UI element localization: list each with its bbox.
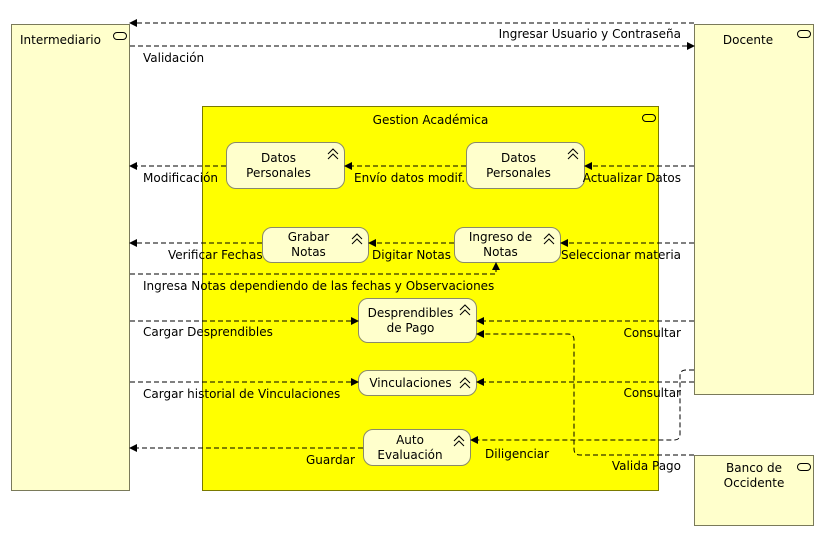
label-guardar: Guardar (306, 453, 355, 467)
service-label: Desprendibles de Pago (367, 305, 454, 335)
service-label: Grabar Notas (287, 230, 330, 259)
service-datos-personales-left[interactable]: Datos Personales (226, 142, 345, 189)
label-validacion: Validación (143, 51, 205, 65)
service-icon (453, 435, 465, 447)
service-ingreso-de-notas[interactable]: Ingreso de Notas (454, 227, 561, 263)
actor-icon (113, 32, 127, 40)
service-icon (543, 233, 555, 245)
service-grabar-notas[interactable]: Grabar Notas (262, 227, 369, 263)
actor-docente[interactable]: Docente (694, 24, 814, 395)
label-cargar-desprendibles: Cargar Desprendibles (143, 325, 273, 339)
label-seleccionar-materia: Seleccionar materia (560, 248, 681, 262)
service-icon (351, 233, 363, 245)
actor-icon (797, 463, 811, 471)
service-label: Auto Evaluación (377, 432, 443, 462)
service-label: Ingreso de Notas (468, 230, 533, 259)
label-ingresa-notas: Ingresa Notas dependiendo de las fechas … (143, 279, 495, 293)
actor-intermediario[interactable]: Intermediario (11, 24, 130, 491)
docente-label: Docente (722, 33, 774, 47)
service-label: Datos Personales (246, 150, 311, 180)
label-consultar-1: Consultar (623, 326, 681, 340)
label-envio-datos: Envío datos modif. (354, 171, 466, 185)
flow-diligenciar (470, 369, 694, 444)
service-icon (567, 148, 579, 160)
group-icon (642, 114, 656, 122)
label-modificacion: Modificación (143, 171, 219, 185)
label-ingresar-usuario: Ingresar Usuario y Contraseña (498, 27, 681, 41)
service-desprendibles-de-pago[interactable]: Desprendibles de Pago (358, 298, 477, 343)
label-valida-pago: Valida Pago (611, 459, 681, 473)
label-actualizar-datos: Actualizar Datos (582, 171, 681, 185)
intermediario-label: Intermediario (20, 33, 101, 47)
label-consultar-2: Consultar (623, 386, 681, 400)
flow-ingresa-notas (130, 262, 500, 275)
service-icon (459, 377, 471, 389)
flow-valida-pago (476, 330, 694, 456)
actor-icon (797, 30, 811, 38)
service-icon (327, 148, 339, 160)
service-label: Vinculaciones (369, 375, 452, 390)
label-diligenciar: Diligenciar (485, 447, 550, 461)
service-datos-personales-right[interactable]: Datos Personales (466, 142, 585, 189)
label-verificar-fechas: Verificar Fechas (168, 248, 263, 262)
actor-banco-de-occidente[interactable]: Banco de Occidente (694, 455, 814, 526)
service-auto-evaluacion[interactable]: Auto Evaluación (363, 429, 471, 466)
gestion-academica-label: Gestion Académica (372, 113, 489, 127)
service-icon (459, 304, 471, 316)
service-label: Datos Personales (486, 150, 551, 180)
label-cargar-historial: Cargar historial de Vinculaciones (143, 387, 341, 401)
label-digitar-notas: Digitar Notas (372, 248, 451, 262)
banco-label: Banco de Occidente (723, 461, 785, 490)
